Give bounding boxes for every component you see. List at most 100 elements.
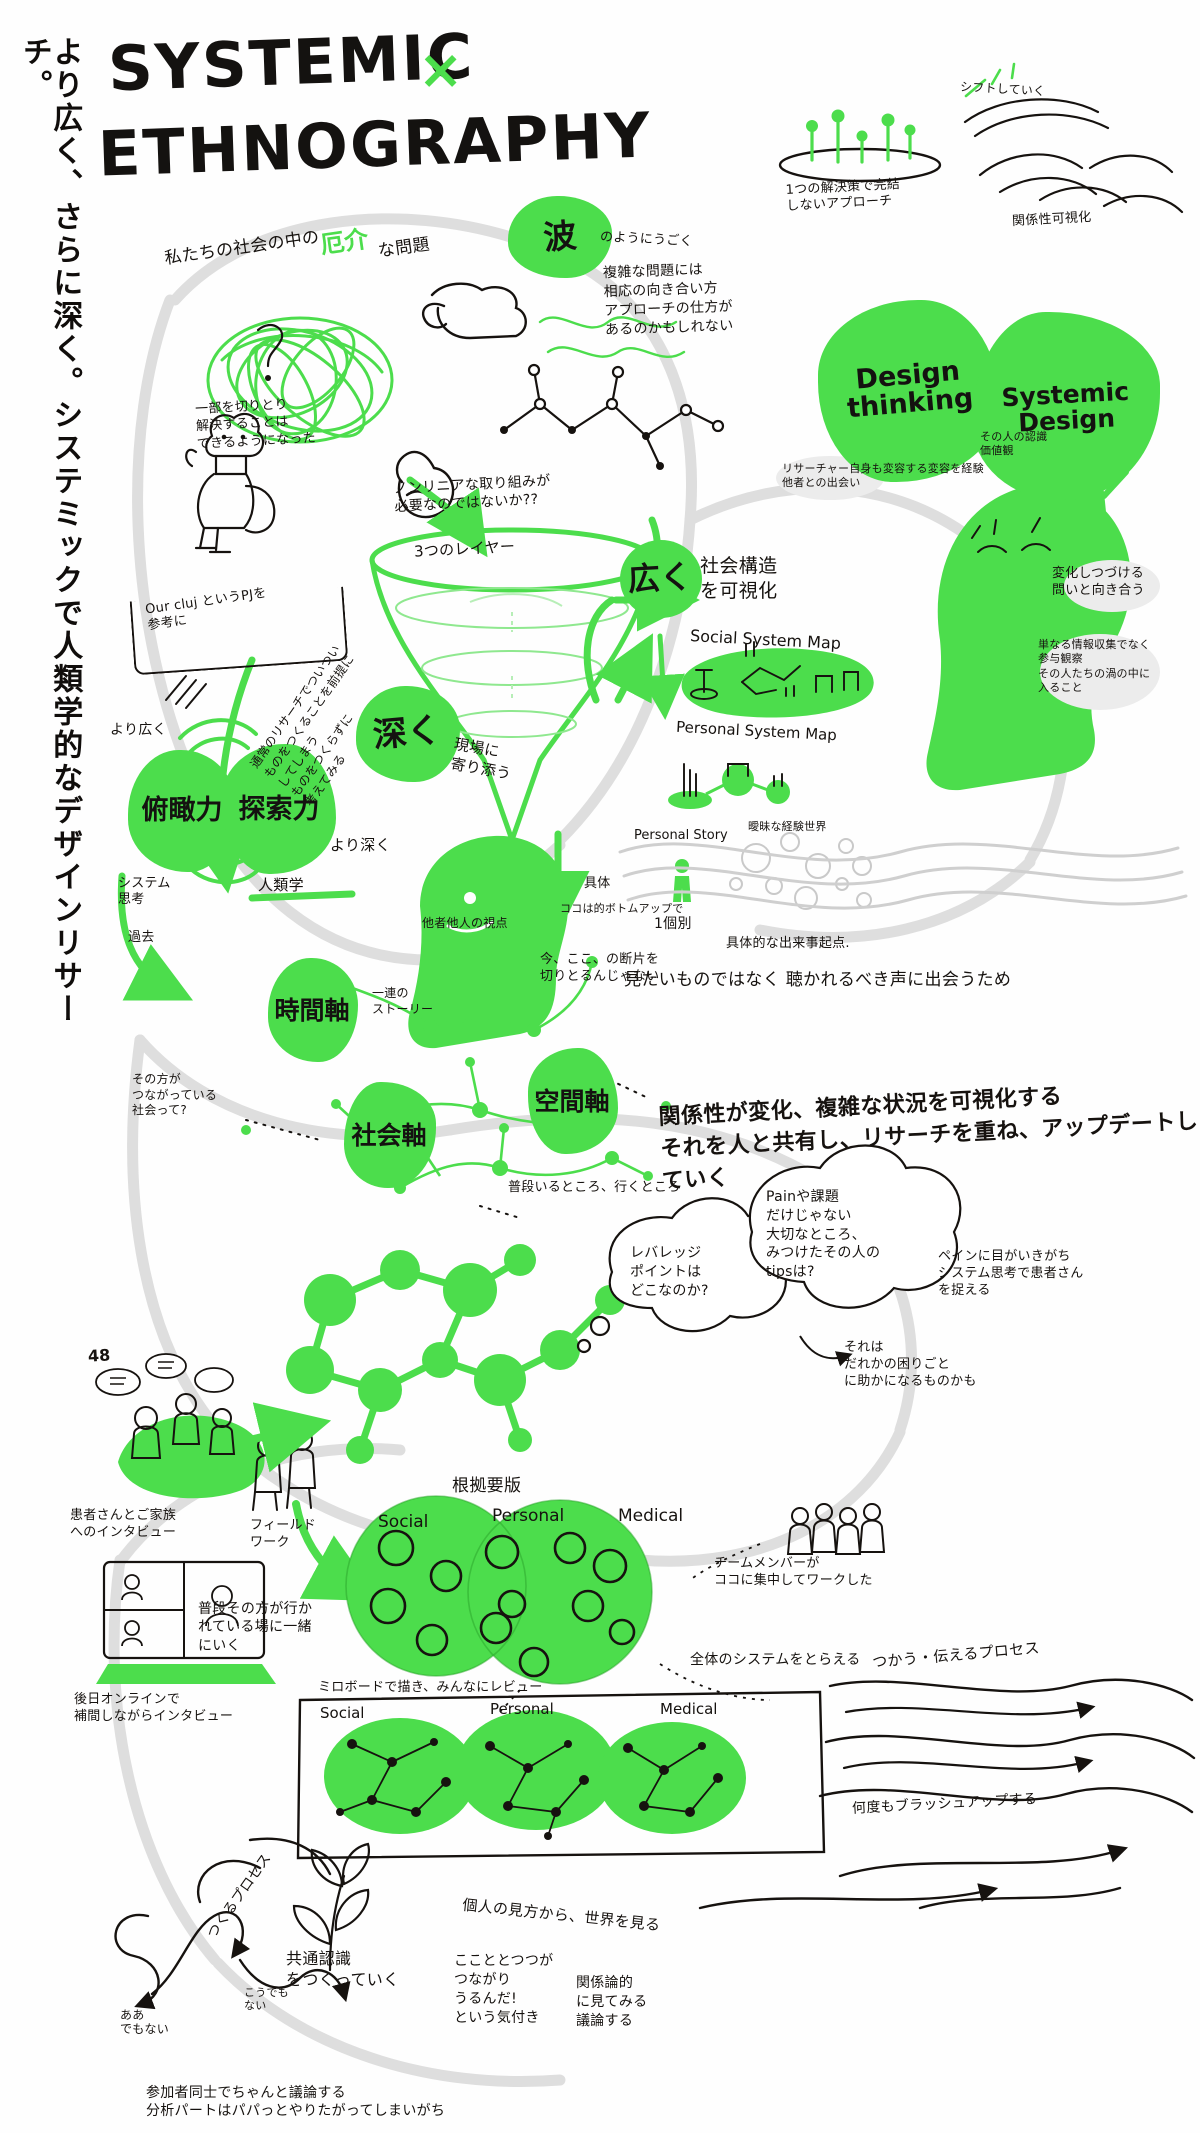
researcher-transform-note: リサーチャー自身も変容する変容を経験 他者との出会い	[782, 462, 984, 490]
time-axis-label: 時間軸	[274, 995, 350, 1025]
title-cross-icon: ×	[418, 38, 466, 101]
personal-system-map-label: Personal System Map	[675, 717, 838, 745]
personal-view-note: 個人の見方から、世界を見る	[461, 1895, 662, 1935]
pain-bubble-text: Painや課題 だけじゃない 大切なところ、 みつけたその人の tipsは?	[766, 1189, 881, 1280]
wave-label: 波	[541, 215, 579, 258]
others-viewpoint-note: 他者他人の視点	[422, 916, 508, 930]
social-axis-sub: その方が つながっている 社会って?	[132, 1072, 218, 1118]
messy-problem-suffix: な問題	[376, 234, 432, 262]
exploration-capability-label: 探索力	[238, 793, 320, 825]
funnel-diagram	[369, 527, 655, 843]
whole-system-leader	[659, 1663, 771, 1701]
ah-not-note: ああ でもない	[120, 2008, 169, 2037]
personal-story-label: Personal Story	[634, 828, 728, 843]
panel-col-personal: Personal	[490, 1700, 554, 1718]
concrete-label: 具体	[584, 876, 611, 891]
maybe-not-note: こうでも ない	[244, 1986, 289, 2013]
complex-problem-note: 複雑な問題には 相応の向き合い方 アプローチの仕方が あるのかもしれない	[602, 261, 734, 338]
personal-system-map	[668, 763, 790, 809]
shared-understanding-note: 共通認識 をつくっていく	[286, 1949, 400, 1990]
leverage-bubble-text: レバレッジ ポイントは どこなのか?	[630, 1245, 709, 1299]
leverage-network	[286, 1244, 625, 1464]
network-panel	[296, 1690, 826, 1860]
messy-problem-emphasis: 厄介	[318, 224, 371, 260]
systemic-design-circle	[972, 312, 1160, 500]
relations-visualize-note: 関係性可視化	[1011, 209, 1092, 230]
whole-system-note: 全体のシステムをとらえる	[690, 1652, 861, 1668]
shift-network-diagram	[963, 98, 1184, 214]
participant-observation-note: 単なる情報収集でなく 参与観察 その人たちの渦の中に 入ること	[1038, 638, 1151, 694]
make-process-note: つくるプロセス	[204, 1850, 275, 1942]
bottom-right-arrows	[698, 1844, 1128, 1910]
wide-blob	[620, 540, 702, 618]
venn-col-personal: Personal	[492, 1506, 565, 1526]
wide-label: 広く	[626, 557, 693, 599]
values-note: その人の認識 価値観	[980, 430, 1048, 458]
analysis-heading: 根拠要版	[452, 1476, 522, 1496]
social-system-map-label: Social System Map	[689, 626, 842, 653]
count-badge: 48	[87, 1345, 111, 1366]
wide-tail-note: 社会構造 を可視化	[700, 555, 778, 602]
bottom-up-note: ココは的ボトムアップで	[560, 902, 684, 915]
three-layers-label: 3つのレイヤー	[413, 537, 516, 561]
overview-capability-blob	[128, 750, 236, 872]
personal-story-figure	[673, 859, 691, 902]
field-visit-note: 普段その方が行か れている場に一緒 にいく	[198, 1601, 313, 1654]
changing-question-note: 変化しつづける 問いと向き合う	[1052, 566, 1145, 598]
individual-label: 1個別	[654, 916, 692, 932]
page-title-line2: ETHNOGRAPHY	[96, 98, 653, 191]
nonlinear-note: ノンリニアな取り組みが 必要なのではないか??	[393, 472, 551, 516]
relational-note: 関係論的 に見てみる 議論する	[576, 1975, 648, 2029]
deep-blob	[356, 686, 460, 782]
online-interview-note: 後日オンラインで 補間しながらインタビュー	[74, 1692, 234, 1724]
social-system-map	[681, 641, 874, 718]
panel-col-social: Social	[320, 1704, 365, 1722]
ambiguous-experience-cluster	[729, 832, 872, 910]
panel-col-medical: Medical	[660, 1700, 718, 1718]
systemic-design-label: Systemic Design	[1000, 376, 1130, 438]
connection-note: ここととつつが つながり うるんだ! という気付き	[454, 1953, 554, 2026]
team-member-icons	[786, 1503, 886, 1555]
anthropology-label: 人類学	[258, 876, 304, 894]
pain-followup-note: それは だれかの困りごと に助かになるものかも	[844, 1340, 977, 1389]
listen-statement: 見たいものではなく 聴かれるべき声に出会うため	[624, 970, 1012, 990]
space-axis-label: 空間軸	[534, 1086, 610, 1116]
pain-followup-arrow	[799, 1335, 853, 1367]
partial-solution-note: 一部を切りとり 解決することは できるようになった	[194, 397, 317, 452]
fieldwork-label: フィールド ワーク	[250, 1518, 317, 1550]
hatch-marks	[165, 675, 207, 709]
fieldwork-figures	[252, 1429, 317, 1511]
deep-tail-note: 現場に 寄り添う	[449, 734, 513, 783]
space-axis-blob	[528, 1048, 618, 1154]
anthropology-underline	[248, 890, 356, 902]
shift-note: シフトしていく	[959, 79, 1046, 99]
time-axis-sub: 一連の ストーリー	[372, 986, 434, 1016]
interview-note: 患者さんとご家族 へのインタビュー	[70, 1508, 177, 1540]
design-thinking-label: Design thinking	[845, 355, 975, 425]
venn-col-social: Social	[378, 1512, 429, 1532]
messy-problem-prefix: 私たちの社会の中の	[163, 227, 321, 269]
vertical-subtitle: より広く、さらに深く。システミックで人類学的なデザインリサーチ。	[16, 36, 83, 1026]
research-flow-arrows	[246, 1402, 381, 1602]
wave-blob	[508, 196, 612, 278]
discuss-note: 参加者同士でちゃんと議論する 分析パートはパパっとやりたがってしまいがち	[146, 2085, 446, 2120]
space-axis-sub: 普段いるところ、行くところ	[508, 1180, 681, 1195]
venn-col-medical: Medical	[618, 1506, 684, 1526]
concrete-origin-note: 具体的な出来事起点.	[726, 936, 850, 951]
one-solution-diagram	[778, 109, 942, 183]
nonlinear-network-diagram	[500, 363, 725, 470]
miro-review-note: ミロボードで描き、みんなにレビュー	[318, 1680, 543, 1695]
pain-side-note: ペインに目がいきがち システム思考で患者さん を捉える	[938, 1249, 1084, 1299]
social-axis-blob	[344, 1082, 436, 1188]
process-arrows	[842, 1701, 1096, 1773]
broader-label: より広く	[110, 722, 167, 738]
now-here-note: 今、ここ、の断片を 切りとるんじゃない	[540, 952, 660, 984]
ambiguous-world-label: 曖昧な経験世界	[748, 820, 827, 833]
past-label: 過去	[128, 930, 155, 945]
one-solution-note: 1つの解決策で完結 しないアプローチ	[785, 177, 901, 214]
deeper-label: より深く	[330, 836, 391, 854]
social-axis-label: 社会軸	[351, 1120, 427, 1150]
wave-tail-note: のようにうごく	[599, 229, 694, 250]
axes-bottom-statement: 関係性が変化、複雑な状況を可視化する それを人と共有し、リサーチを重ね、アップデ…	[658, 1084, 1199, 1194]
